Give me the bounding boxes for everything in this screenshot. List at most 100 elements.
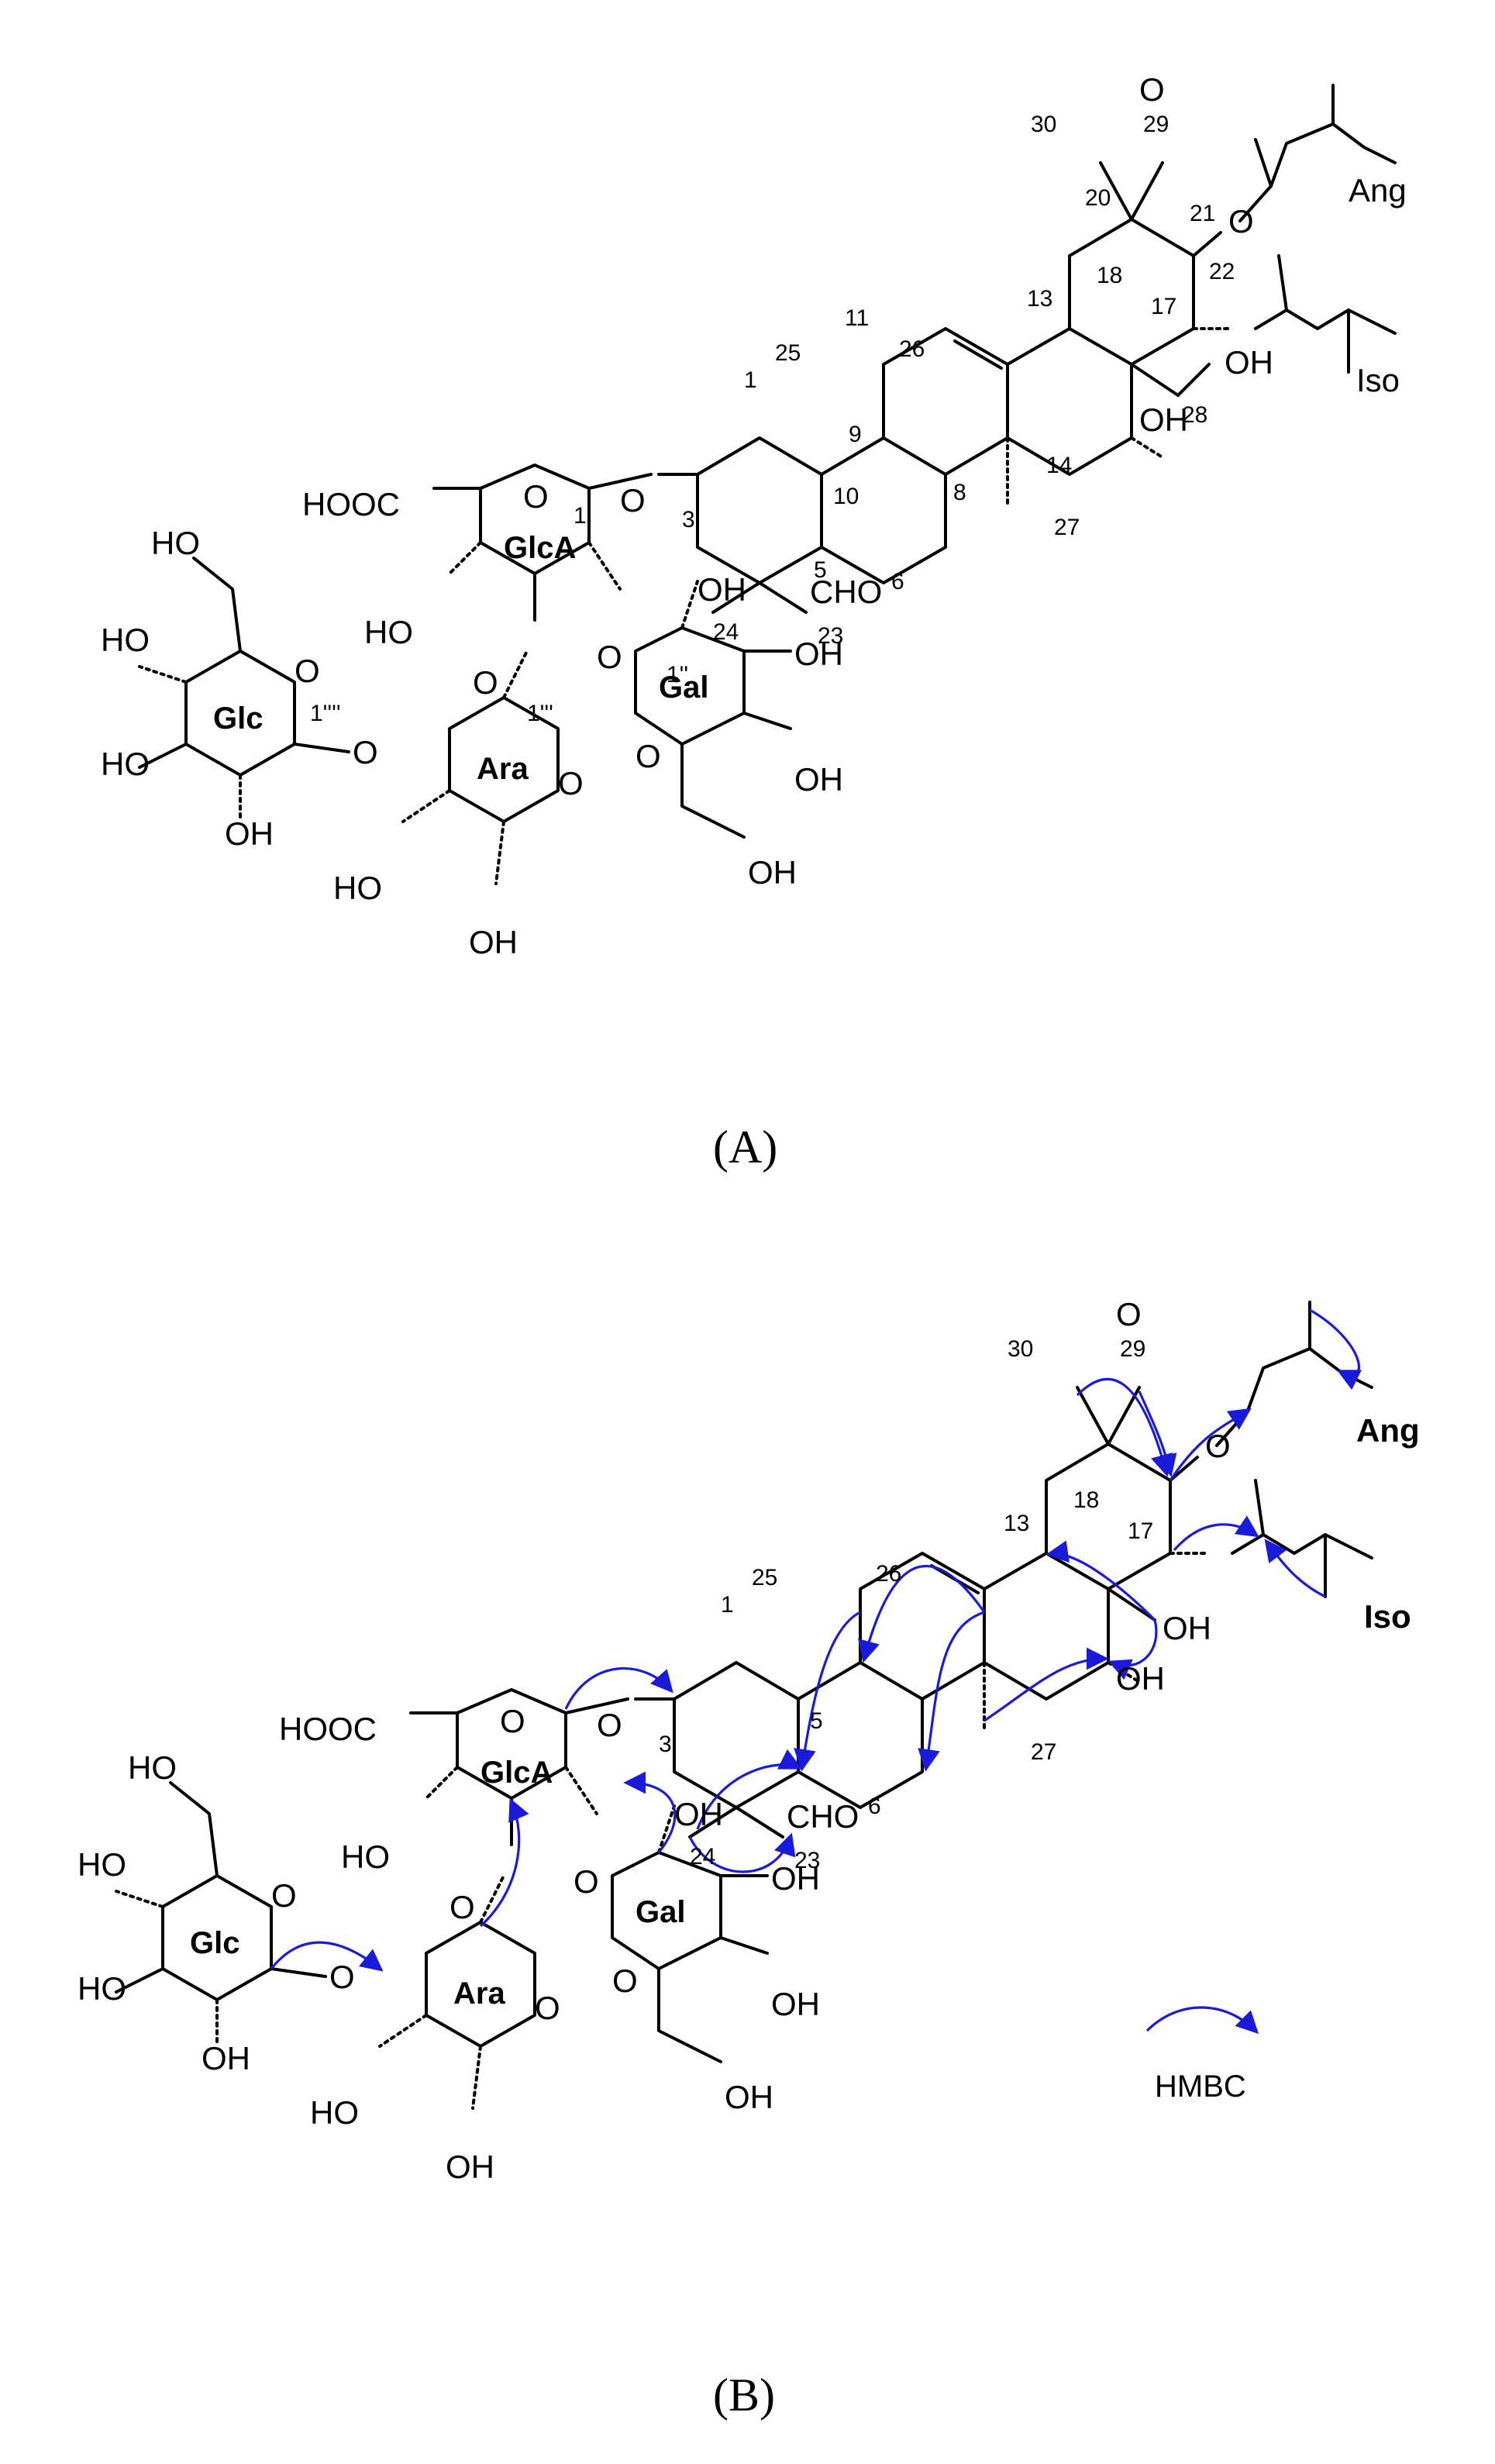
legend-label: HMBC — [1155, 2069, 1246, 2104]
hooc-group: HOOC — [279, 1711, 377, 1747]
hydroxyl: HO — [151, 525, 200, 561]
atom-number: 13 — [1004, 1511, 1029, 1536]
ring-o: O — [535, 1990, 560, 2026]
glycoside-o: O — [353, 734, 378, 770]
hydroxyl: HO — [333, 870, 382, 906]
atom-number: 18 — [1073, 1487, 1099, 1513]
atom-number: 13 — [1027, 286, 1052, 312]
hmbc-legend: HMBC — [1145, 2006, 1259, 2104]
hydroxyl: HO — [341, 1839, 390, 1875]
hydroxyl: OH — [748, 854, 797, 891]
atom-number: 5 — [810, 1708, 823, 1734]
caption-b: (B) — [713, 2369, 775, 2421]
ring-o: O — [636, 738, 661, 774]
glycoside-o: O — [620, 482, 646, 519]
atom-number: 5 — [814, 557, 827, 583]
atom-number: 6 — [868, 1794, 881, 1819]
atom-number: 23 — [818, 623, 843, 649]
ring-o: O — [523, 478, 549, 515]
hydroxyl: OH — [698, 571, 746, 608]
glycoside-o: O — [597, 639, 622, 675]
hydroxyl: HO — [128, 1749, 177, 1786]
sugar-glca: GlcA — [481, 1756, 553, 1790]
sugar-glca: GlcA — [504, 531, 576, 565]
hydroxyl: OH — [674, 1796, 723, 1832]
atom-number: 30 — [1031, 112, 1056, 137]
atom-number: 24 — [690, 1844, 715, 1870]
hydroxyl: OH — [469, 924, 518, 960]
aldehyde-group: CHO — [810, 574, 882, 610]
ring-o: O — [295, 653, 320, 689]
angeloyl-label: Ang — [1356, 1412, 1420, 1449]
atom-number: 30 — [1008, 1336, 1033, 1362]
atom-number: 11 — [845, 305, 869, 331]
ester-o: O — [1205, 1428, 1231, 1464]
atom-number: 1''' — [527, 701, 553, 726]
hydroxyl: HO — [78, 1846, 126, 1883]
hydroxyl: OH — [446, 2149, 494, 2185]
glycoside-o: O — [450, 1889, 475, 1925]
ring-o: O — [612, 1963, 638, 1999]
aldehyde-group: CHO — [787, 1798, 859, 1835]
ester-o: O — [1228, 203, 1254, 240]
atom-number: 18 — [1097, 263, 1122, 288]
atom-number: 3 — [659, 1732, 672, 1757]
ring-o: O — [500, 1703, 525, 1739]
atom-number: 29 — [1120, 1336, 1145, 1362]
hydroxyl: HO — [310, 2094, 359, 2131]
atom-number: 29 — [1143, 112, 1169, 137]
hydroxyl: OH — [771, 1986, 820, 2022]
sugar-gal: Gal — [659, 670, 708, 705]
atom-number: 26 — [876, 1561, 901, 1587]
atom-number: 27 — [1031, 1739, 1056, 1765]
atom-number: 26 — [899, 336, 925, 362]
glycoside-o: O — [329, 1959, 355, 1995]
hooc-group: HOOC — [302, 486, 400, 522]
panel-b-labels: 30 29 18 17 13 25 26 1 3 5 6 27 24 23 O … — [78, 1296, 1420, 2185]
caption-a: (A) — [713, 1122, 777, 1173]
atom-number: 8 — [953, 480, 966, 505]
sugar-glc: Glc — [213, 701, 263, 736]
hydroxyl: HO — [78, 1970, 126, 2007]
carbonyl-o: O — [1139, 71, 1165, 108]
atom-number: 1 — [721, 1592, 734, 1618]
hydroxyl-16: OH — [1139, 401, 1188, 438]
hmbc-arrows — [270, 1308, 1362, 1972]
hydroxyl: OH — [725, 2079, 773, 2115]
hydroxyl: OH — [771, 1860, 820, 1897]
glycoside-o: O — [473, 664, 498, 701]
atom-number: 27 — [1054, 515, 1080, 540]
sugar-glc: Glc — [190, 1926, 239, 1960]
atom-number: 1'''' — [310, 701, 341, 726]
panel-b-structure — [115, 1301, 1373, 2110]
hydroxyl-16: OH — [1116, 1660, 1165, 1697]
hydroxyl: OH — [794, 761, 843, 798]
sugar-gal: Gal — [636, 1895, 685, 1929]
sugar-ara: Ara — [453, 1976, 505, 2011]
hydroxyl: HO — [364, 614, 413, 650]
panel-a-labels: 30 29 20 21 22 18 17 13 11 25 26 1 9 10 … — [101, 71, 1407, 960]
atom-number: 1' — [574, 503, 591, 529]
atom-number: 10 — [833, 484, 859, 509]
atom-number: 22 — [1209, 259, 1235, 284]
atom-number: 6 — [891, 569, 904, 594]
atom-number: 17 — [1128, 1518, 1153, 1544]
hydroxyl-28: OH — [1163, 1610, 1211, 1646]
atom-number: 21 — [1190, 201, 1215, 226]
hydroxyl: OH — [794, 636, 843, 672]
hydroxyl: HO — [101, 622, 150, 658]
atom-number: 28 — [1182, 402, 1207, 428]
glycoside-o: O — [574, 1863, 599, 1900]
atom-number: 24 — [713, 619, 739, 645]
atom-number: 1'' — [667, 662, 688, 688]
isobutyryl-label: Iso — [1356, 362, 1400, 398]
atom-number: 25 — [775, 340, 801, 366]
atom-number: 1 — [744, 367, 757, 393]
hydroxyl-28: OH — [1225, 344, 1273, 381]
atom-number: 20 — [1085, 185, 1111, 211]
atom-number: 25 — [752, 1565, 777, 1590]
atom-number: 14 — [1046, 453, 1072, 478]
sugar-ara: Ara — [477, 752, 529, 786]
atom-number: 17 — [1151, 294, 1176, 319]
